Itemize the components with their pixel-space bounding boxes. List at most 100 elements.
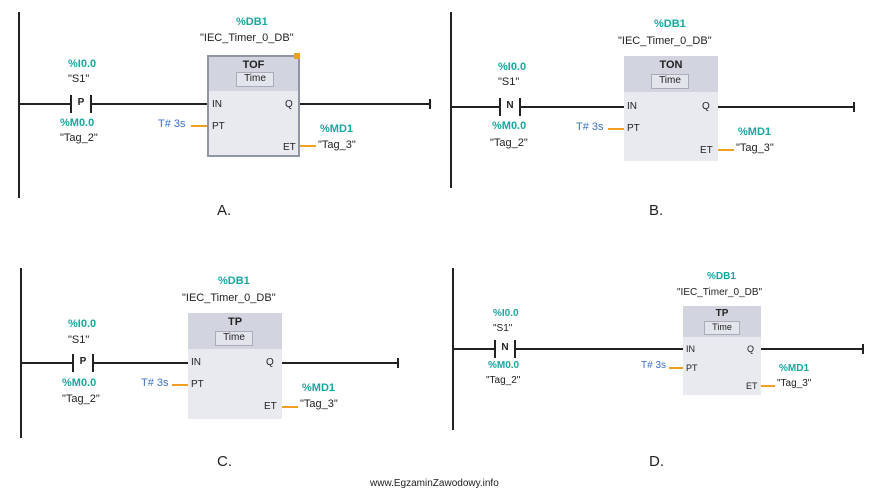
power-rail	[20, 268, 22, 438]
db-address: %DB1	[218, 275, 250, 287]
et-name: "Tag_3"	[777, 378, 812, 389]
et-name: "Tag_3"	[736, 142, 774, 154]
et-address: %MD1	[320, 123, 354, 135]
memory-name: "Tag_2"	[490, 137, 528, 149]
input-address: %I0.0	[498, 61, 527, 73]
power-rail	[450, 12, 452, 188]
input-name: "S1"	[493, 323, 513, 334]
pt-value: T# 3s	[641, 360, 667, 371]
db-address: %DB1	[654, 18, 686, 30]
rung-end	[853, 102, 855, 112]
pt-wire	[191, 125, 207, 127]
memory-address: %M0.0	[62, 377, 97, 389]
block-subtype: Time	[651, 74, 689, 89]
timer-block[interactable]: TP Time IN Q PT ET	[188, 313, 282, 419]
pin-et: ET	[283, 142, 296, 153]
pin-et: ET	[746, 381, 758, 391]
n-contact[interactable]: N	[494, 340, 516, 358]
pin-q: Q	[285, 99, 293, 110]
pt-wire	[669, 367, 683, 369]
memory-name: "Tag_2"	[60, 132, 98, 144]
timer-block[interactable]: TP Time IN Q PT ET	[683, 306, 761, 395]
block-type: TP	[227, 316, 243, 328]
rung-wire-mid	[521, 106, 624, 108]
rung-end	[429, 99, 431, 109]
rung-wire-right	[300, 103, 430, 105]
block-subtype: Time	[215, 331, 253, 346]
pin-et: ET	[700, 145, 713, 156]
memory-address: %M0.0	[492, 120, 527, 132]
et-address: %MD1	[302, 382, 336, 394]
input-name: "S1"	[68, 73, 90, 85]
rung-wire-right	[718, 106, 854, 108]
input-name: "S1"	[498, 76, 520, 88]
db-address: %DB1	[707, 271, 736, 282]
timer-block[interactable]: TON Time IN Q PT ET	[624, 56, 718, 161]
pin-in: IN	[686, 344, 695, 354]
db-name: "IEC_Timer_0_DB"	[677, 287, 763, 298]
pin-in: IN	[191, 357, 201, 368]
p-contact[interactable]: P	[70, 95, 92, 113]
block-subtype: Time	[704, 321, 740, 335]
input-address: %I0.0	[493, 308, 519, 319]
rung-wire-mid	[92, 103, 207, 105]
rung-end	[862, 344, 864, 354]
pin-in: IN	[212, 99, 222, 110]
pin-pt: PT	[212, 121, 225, 132]
answer-label: D.	[649, 453, 664, 470]
block-type: TOF	[242, 59, 265, 71]
rung-wire-left	[450, 106, 500, 108]
pt-wire	[608, 128, 624, 130]
pin-pt: PT	[627, 123, 640, 134]
rung-end	[397, 358, 399, 368]
pin-pt: PT	[686, 363, 698, 373]
db-address: %DB1	[236, 16, 268, 28]
answer-label: A.	[217, 202, 232, 219]
pin-pt: PT	[191, 379, 204, 390]
answer-label: C.	[217, 453, 232, 470]
input-address: %I0.0	[68, 318, 97, 330]
watermark-url: www.EgzaminZawodowy.info	[370, 478, 499, 489]
et-wire	[300, 145, 316, 147]
pt-value: T# 3s	[576, 121, 604, 133]
block-subtype: Time	[236, 72, 274, 87]
rung-wire-mid	[94, 362, 188, 364]
rung-wire-left	[18, 103, 71, 105]
et-wire	[761, 385, 775, 387]
pt-value: T# 3s	[141, 377, 169, 389]
pin-q: Q	[702, 101, 710, 112]
et-name: "Tag_3"	[300, 398, 338, 410]
db-name: "IEC_Timer_0_DB"	[200, 32, 294, 44]
pt-wire	[172, 384, 188, 386]
rung-wire-mid	[516, 348, 683, 350]
rung-wire-right	[761, 348, 863, 350]
block-type: TP	[715, 308, 729, 319]
power-rail	[18, 12, 20, 198]
db-name: "IEC_Timer_0_DB"	[618, 35, 712, 47]
pin-q: Q	[266, 357, 274, 368]
memory-name: "Tag_2"	[486, 375, 521, 386]
db-name: "IEC_Timer_0_DB"	[182, 292, 276, 304]
et-address: %MD1	[779, 363, 810, 374]
et-wire	[718, 149, 734, 151]
pin-in: IN	[627, 101, 637, 112]
pin-q: Q	[747, 344, 755, 354]
pin-et: ET	[264, 401, 277, 412]
p-contact[interactable]: P	[72, 354, 94, 372]
answer-label: B.	[649, 202, 664, 219]
memory-address: %M0.0	[488, 360, 520, 371]
et-address: %MD1	[738, 126, 772, 138]
input-address: %I0.0	[68, 58, 97, 70]
rung-wire-left	[452, 348, 495, 350]
input-name: "S1"	[68, 334, 90, 346]
timer-block[interactable]: TOF Time IN Q PT ET	[207, 55, 300, 157]
et-wire	[282, 406, 298, 408]
rung-wire-left	[20, 362, 73, 364]
et-name: "Tag_3"	[318, 139, 356, 151]
corner-marker	[294, 53, 300, 59]
memory-name: "Tag_2"	[62, 393, 100, 405]
n-contact[interactable]: N	[499, 98, 521, 116]
block-type: TON	[659, 59, 683, 71]
pt-value: T# 3s	[158, 118, 186, 130]
rung-wire-right	[282, 362, 398, 364]
